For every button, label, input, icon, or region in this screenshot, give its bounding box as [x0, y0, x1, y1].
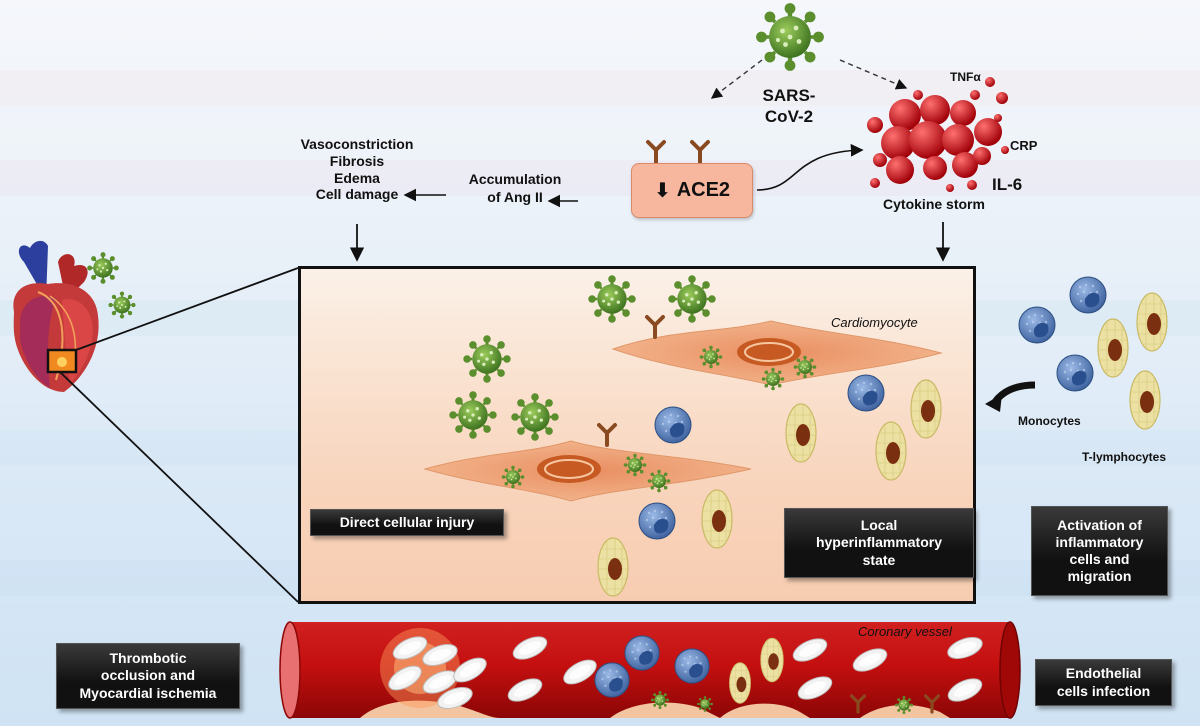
- cytokine-storm-cluster: [867, 77, 1009, 192]
- ace2-label: ACE2: [676, 179, 731, 201]
- ace2-receptor-icon: [646, 140, 666, 164]
- receptor-icon: [645, 315, 665, 339]
- zoom-line-top: [75, 267, 299, 351]
- thrombotic-occlusion-label: Thrombotic occlusion and Myocardial isch…: [79, 649, 217, 701]
- sars-cov-2-virus-icon: [756, 3, 824, 71]
- activation-migration-box: Activation of inflammatory cells and mig…: [1031, 506, 1168, 596]
- monocytes-label: Monocytes: [1018, 414, 1081, 428]
- t-lymphocyte-icon: [785, 403, 817, 463]
- t-lymphocyte-icon: [1136, 292, 1168, 352]
- monocyte-icon: [654, 406, 692, 444]
- t-lymphocyte-icon: [597, 537, 629, 597]
- virus-icon: [650, 690, 670, 710]
- crp-label: CRP: [1010, 138, 1038, 153]
- tnf-alpha-label: TNFα: [950, 70, 981, 84]
- virus-to-ace2-arrow: [710, 59, 763, 99]
- virus-icon: [696, 695, 714, 713]
- accumulation-ang-ii-label: Accumulation of Ang II: [468, 171, 562, 205]
- effects-label: Vasoconstriction Fibrosis Edema Cell dam…: [300, 136, 414, 203]
- monocyte-icon: [624, 635, 660, 671]
- virus-icon: [622, 452, 648, 478]
- t-lymphocyte-icon: [1129, 370, 1161, 430]
- monocyte-icon: [638, 502, 676, 540]
- cytokine-storm-label: Cytokine storm: [883, 196, 985, 212]
- ace2-receptor-icon: [690, 140, 710, 164]
- activation-migration-label: Activation of inflammatory cells and mig…: [1055, 517, 1144, 584]
- cardiomyocyte-label: Cardiomyocyte: [831, 315, 918, 330]
- virus-icon: [461, 333, 513, 385]
- virus-icon: [586, 273, 638, 325]
- t-lymphocyte-icon: [910, 379, 942, 439]
- monocyte-icon: [1056, 354, 1094, 392]
- sars-cov-2-label: SARS- CoV-2: [762, 86, 816, 127]
- down-arrow-icon: ⬇: [653, 180, 671, 202]
- virus-to-cytokine-arrow: [839, 59, 908, 90]
- virus-icon: [500, 464, 526, 490]
- cardiomyocyte-cell-upper: [611, 320, 943, 386]
- virus-icon: [760, 366, 786, 392]
- zoom-line-bottom: [59, 371, 299, 603]
- t-lymphocyte-icon: [701, 489, 733, 549]
- virus-icon: [666, 273, 718, 325]
- t-lymphocyte-icon: [760, 637, 784, 683]
- virus-icon: [509, 391, 561, 443]
- monocyte-icon: [1069, 276, 1107, 314]
- virus-icon: [698, 344, 724, 370]
- t-lymphocytes-label: T-lymphocytes: [1082, 450, 1167, 464]
- direct-cellular-injury-box: Direct cellular injury: [310, 509, 504, 536]
- monocyte-icon: [674, 648, 710, 684]
- virus-icon: [107, 290, 137, 320]
- hyperinflammatory-label: Local hyperinflammatory state: [815, 516, 943, 568]
- t-lymphocyte-icon: [1097, 318, 1129, 378]
- t-lymphocyte-icon: [729, 662, 751, 704]
- endothelial-infection-box: Endothelial cells infection: [1035, 659, 1172, 706]
- direct-cellular-injury-label: Direct cellular injury: [339, 513, 475, 530]
- hyperinflammatory-box: Local hyperinflammatory state: [784, 508, 974, 578]
- coronary-vessel-label: Coronary vessel: [858, 624, 952, 639]
- il-6-label: IL-6: [992, 175, 1023, 194]
- cardiomyocyte-cell-lower: [423, 440, 752, 502]
- panel-canvas: [423, 273, 943, 597]
- thrombotic-occlusion-box: Thrombotic occlusion and Myocardial isch…: [56, 643, 240, 709]
- virus-icon: [447, 389, 499, 441]
- virus-icon: [86, 251, 120, 285]
- virus-icon: [646, 468, 672, 494]
- ace2-box: ⬇ ACE2: [631, 163, 753, 218]
- virus-icon: [792, 354, 818, 380]
- ace2-to-cytokine-arrow: [756, 143, 864, 191]
- virus-icon: [894, 695, 914, 715]
- monocyte-icon: [1018, 306, 1056, 344]
- endothelial-infection-label: Endothelial cells infection: [1056, 665, 1151, 699]
- t-lymphocyte-icon: [875, 421, 907, 481]
- receptor-icon: [597, 423, 617, 447]
- monocyte-icon: [847, 374, 885, 412]
- heart-icon: [13, 240, 99, 392]
- monocyte-icon: [594, 662, 630, 698]
